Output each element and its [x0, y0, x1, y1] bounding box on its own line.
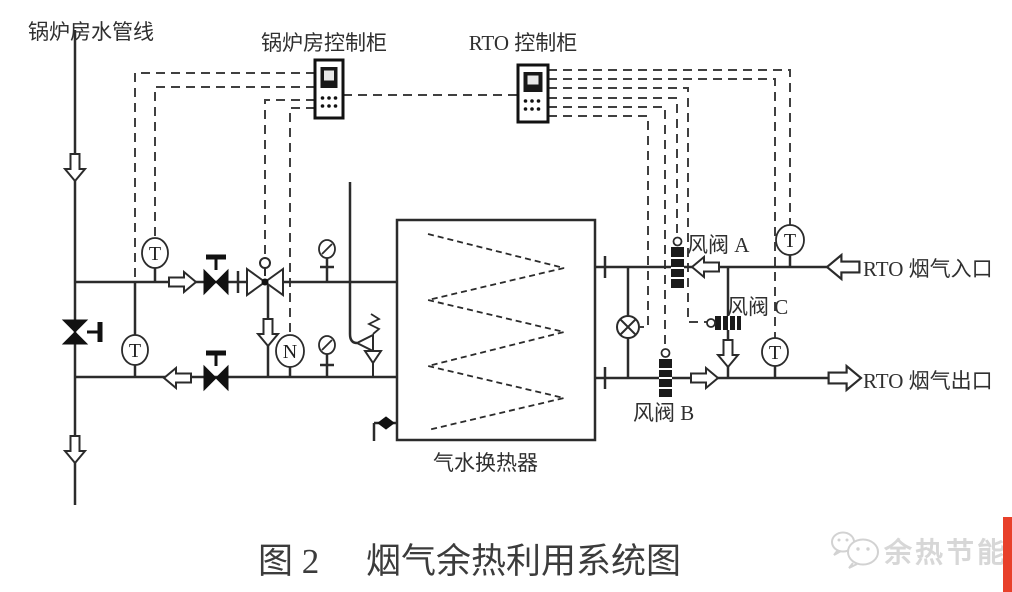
- caption-number: 图 2: [258, 542, 319, 581]
- diagram-labels: 锅炉房水管线 锅炉房控制柜 RTO 控制柜 风阀 A 风阀 C 风阀 B RTO…: [28, 20, 993, 475]
- rto-control-cabinet: [516, 63, 550, 124]
- temp-sensor-gas-outlet: [761, 337, 789, 367]
- relief-valve: [354, 313, 383, 377]
- damper-a-actuator: [672, 236, 683, 247]
- fan-blade-2: [619, 318, 637, 336]
- flow-arrow-rto-inlet: [825, 253, 861, 281]
- vent-stub-pipe: [348, 182, 358, 345]
- fan: [616, 315, 640, 339]
- flow-arrow-return: [163, 367, 192, 389]
- signal-temp-gas-inlet: [548, 69, 791, 226]
- flow-arrow-gas-outlet-small: [690, 367, 719, 389]
- temp-sensor-supply: [141, 237, 169, 269]
- damper-b-actuator: [660, 348, 671, 358]
- control-valve-actuator: [259, 257, 271, 269]
- label-rto-cabinet: RTO 控制柜: [469, 31, 578, 55]
- damper-a-slats: [671, 257, 684, 279]
- watermark: 余热节能: [831, 517, 1012, 592]
- rto-cabinet-buttons: [523, 99, 541, 111]
- gate-valve-return: [204, 353, 228, 390]
- damper-b-slats: [659, 368, 672, 389]
- gauge-stem-top: [320, 258, 334, 282]
- rto-cabinet-screen-glyph: [527, 75, 539, 85]
- signal-temp-gas-outlet: [548, 78, 776, 338]
- label-boiler-cabinet: 锅炉房控制柜: [261, 31, 387, 55]
- meter-n-bubble: [275, 334, 305, 368]
- label-rto-inlet: RTO 烟气入口: [863, 257, 993, 281]
- gate-valve-supply: [204, 257, 228, 294]
- relief-valve-spring: [366, 313, 381, 335]
- damper-c-slats: [721, 316, 737, 330]
- flow-arrow-main-upper: [64, 153, 86, 182]
- temp-return-letter: T: [129, 340, 141, 362]
- signal-damper-c: [548, 87, 707, 323]
- signal-fan: [548, 115, 649, 328]
- label-water-pipeline: 锅炉房水管线: [28, 20, 154, 44]
- boiler-control-cabinet: [313, 58, 345, 120]
- temp-gas-inlet-letter: T: [784, 230, 796, 252]
- drain-valve-icon: [377, 416, 395, 430]
- pressure-gauge-top-needle: [321, 243, 333, 255]
- control-valve-center: [261, 278, 269, 286]
- instruments: [121, 224, 805, 368]
- label-heat-exchanger: 气水换热器: [433, 451, 538, 475]
- signal-damper-b: [548, 106, 666, 349]
- temp-supply-letter: T: [149, 243, 161, 265]
- boiler-cabinet-buttons: [320, 96, 338, 108]
- watermark-text: 余热节能: [883, 536, 1008, 569]
- pressure-gauges: [318, 239, 336, 355]
- temp-sensor-return: [121, 334, 149, 366]
- heat-exchanger: [377, 218, 597, 442]
- heat-exchanger-shell: [395, 218, 597, 442]
- figure-caption: 图 2 烟气余热利用系统图: [258, 542, 681, 581]
- temp-sensor-gas-inlet: [775, 224, 805, 256]
- flow-arrow-branch-down: [257, 318, 279, 347]
- valves: [63, 257, 228, 390]
- label-damper-a: 风阀 A: [687, 233, 750, 257]
- label-damper-b: 风阀 B: [633, 401, 694, 425]
- signal-damper-a: [548, 97, 678, 237]
- boiler-cabinet-screen-glyph: [324, 70, 334, 81]
- signal-meter-n: [289, 107, 315, 336]
- relief-valve-body-h: [354, 333, 374, 353]
- label-damper-c: 风阀 C: [727, 295, 788, 319]
- temp-gas-outlet-letter: T: [769, 342, 781, 364]
- flow-arrow-supply: [168, 271, 197, 293]
- gauge-stem-bottom: [320, 354, 334, 377]
- damper-c-actuator: [706, 318, 716, 328]
- meter-n-letter: N: [283, 341, 297, 363]
- signal-temp-return-water: [134, 72, 315, 282]
- gate-valve-main: [63, 320, 100, 344]
- relief-valve-body-v: [363, 350, 383, 365]
- signal-temp-supply-water: [154, 86, 315, 239]
- flow-arrow-rto-outlet: [827, 364, 863, 392]
- signal-control-valve: [264, 99, 315, 258]
- label-rto-outlet: RTO 烟气出口: [863, 369, 993, 393]
- watermark-red-bar: [1003, 517, 1012, 592]
- damper-c: [706, 316, 741, 330]
- control-valve: [246, 257, 284, 297]
- pressure-gauge-bottom-needle: [321, 339, 333, 351]
- wechat-icon: [831, 531, 879, 569]
- caption-title: 烟气余热利用系统图: [366, 542, 681, 581]
- heat-exchanger-coil: [427, 233, 565, 431]
- instrument-letters: T T N T T: [129, 230, 796, 364]
- damper-a: [671, 236, 684, 288]
- flow-arrow-gas-inlet-small: [691, 256, 720, 278]
- damper-b: [659, 348, 672, 397]
- flow-arrow-main-lower: [64, 435, 86, 464]
- flow-arrow-bypass-down: [717, 339, 739, 368]
- signal-lines: [134, 69, 791, 349]
